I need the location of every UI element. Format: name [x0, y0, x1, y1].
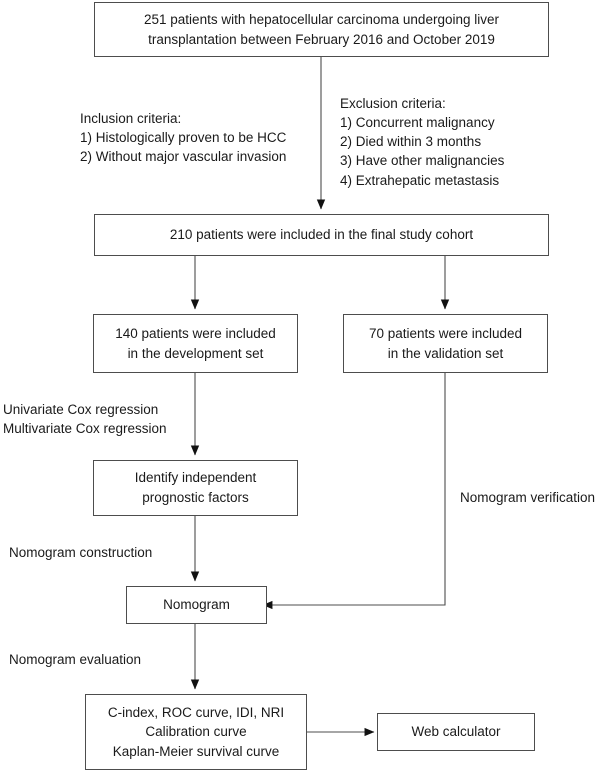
- annotation-inclusion-criteria: Inclusion criteria: 1) Histologically pr…: [80, 111, 287, 165]
- annotation-nomogram-evaluation: Nomogram evaluation: [9, 652, 142, 667]
- node-prognostic-factors-label: Identify independent prognostic factors: [134, 470, 257, 505]
- node-web-calculator: Web calculator: [377, 713, 535, 751]
- node-final-cohort: 210 patients were included in the final …: [94, 214, 549, 256]
- node-evaluation-metrics-label: C-index, ROC curve, IDI, NRI Calibration…: [107, 704, 285, 759]
- node-web-calculator-label: Web calculator: [411, 724, 501, 740]
- node-evaluation-metrics: C-index, ROC curve, IDI, NRI Calibration…: [85, 694, 307, 770]
- node-cohort-source: 251 patients with hepatocellular carcino…: [94, 2, 549, 57]
- annotation-exclusion-criteria: Exclusion criteria: 1) Concurrent malign…: [340, 96, 505, 188]
- node-development-set-label: 140 patients were included in the develo…: [115, 325, 276, 361]
- annotation-cox-regression: Univariate Cox regression Multivariate C…: [3, 402, 167, 437]
- node-validation-set-label: 70 patients were included in the validat…: [368, 325, 523, 361]
- node-prognostic-factors: Identify independent prognostic factors: [93, 460, 298, 516]
- node-cohort-source-label: 251 patients with hepatocellular carcino…: [144, 11, 499, 47]
- node-nomogram-label: Nomogram: [163, 597, 230, 613]
- node-validation-set: 70 patients were included in the validat…: [343, 314, 548, 373]
- node-nomogram: Nomogram: [126, 586, 267, 624]
- annotation-nomogram-construction: Nomogram construction: [9, 545, 153, 560]
- annotation-nomogram-verification: Nomogram verification: [460, 490, 596, 505]
- node-development-set: 140 patients were included in the develo…: [93, 314, 298, 373]
- node-final-cohort-label: 210 patients were included in the final …: [169, 227, 474, 243]
